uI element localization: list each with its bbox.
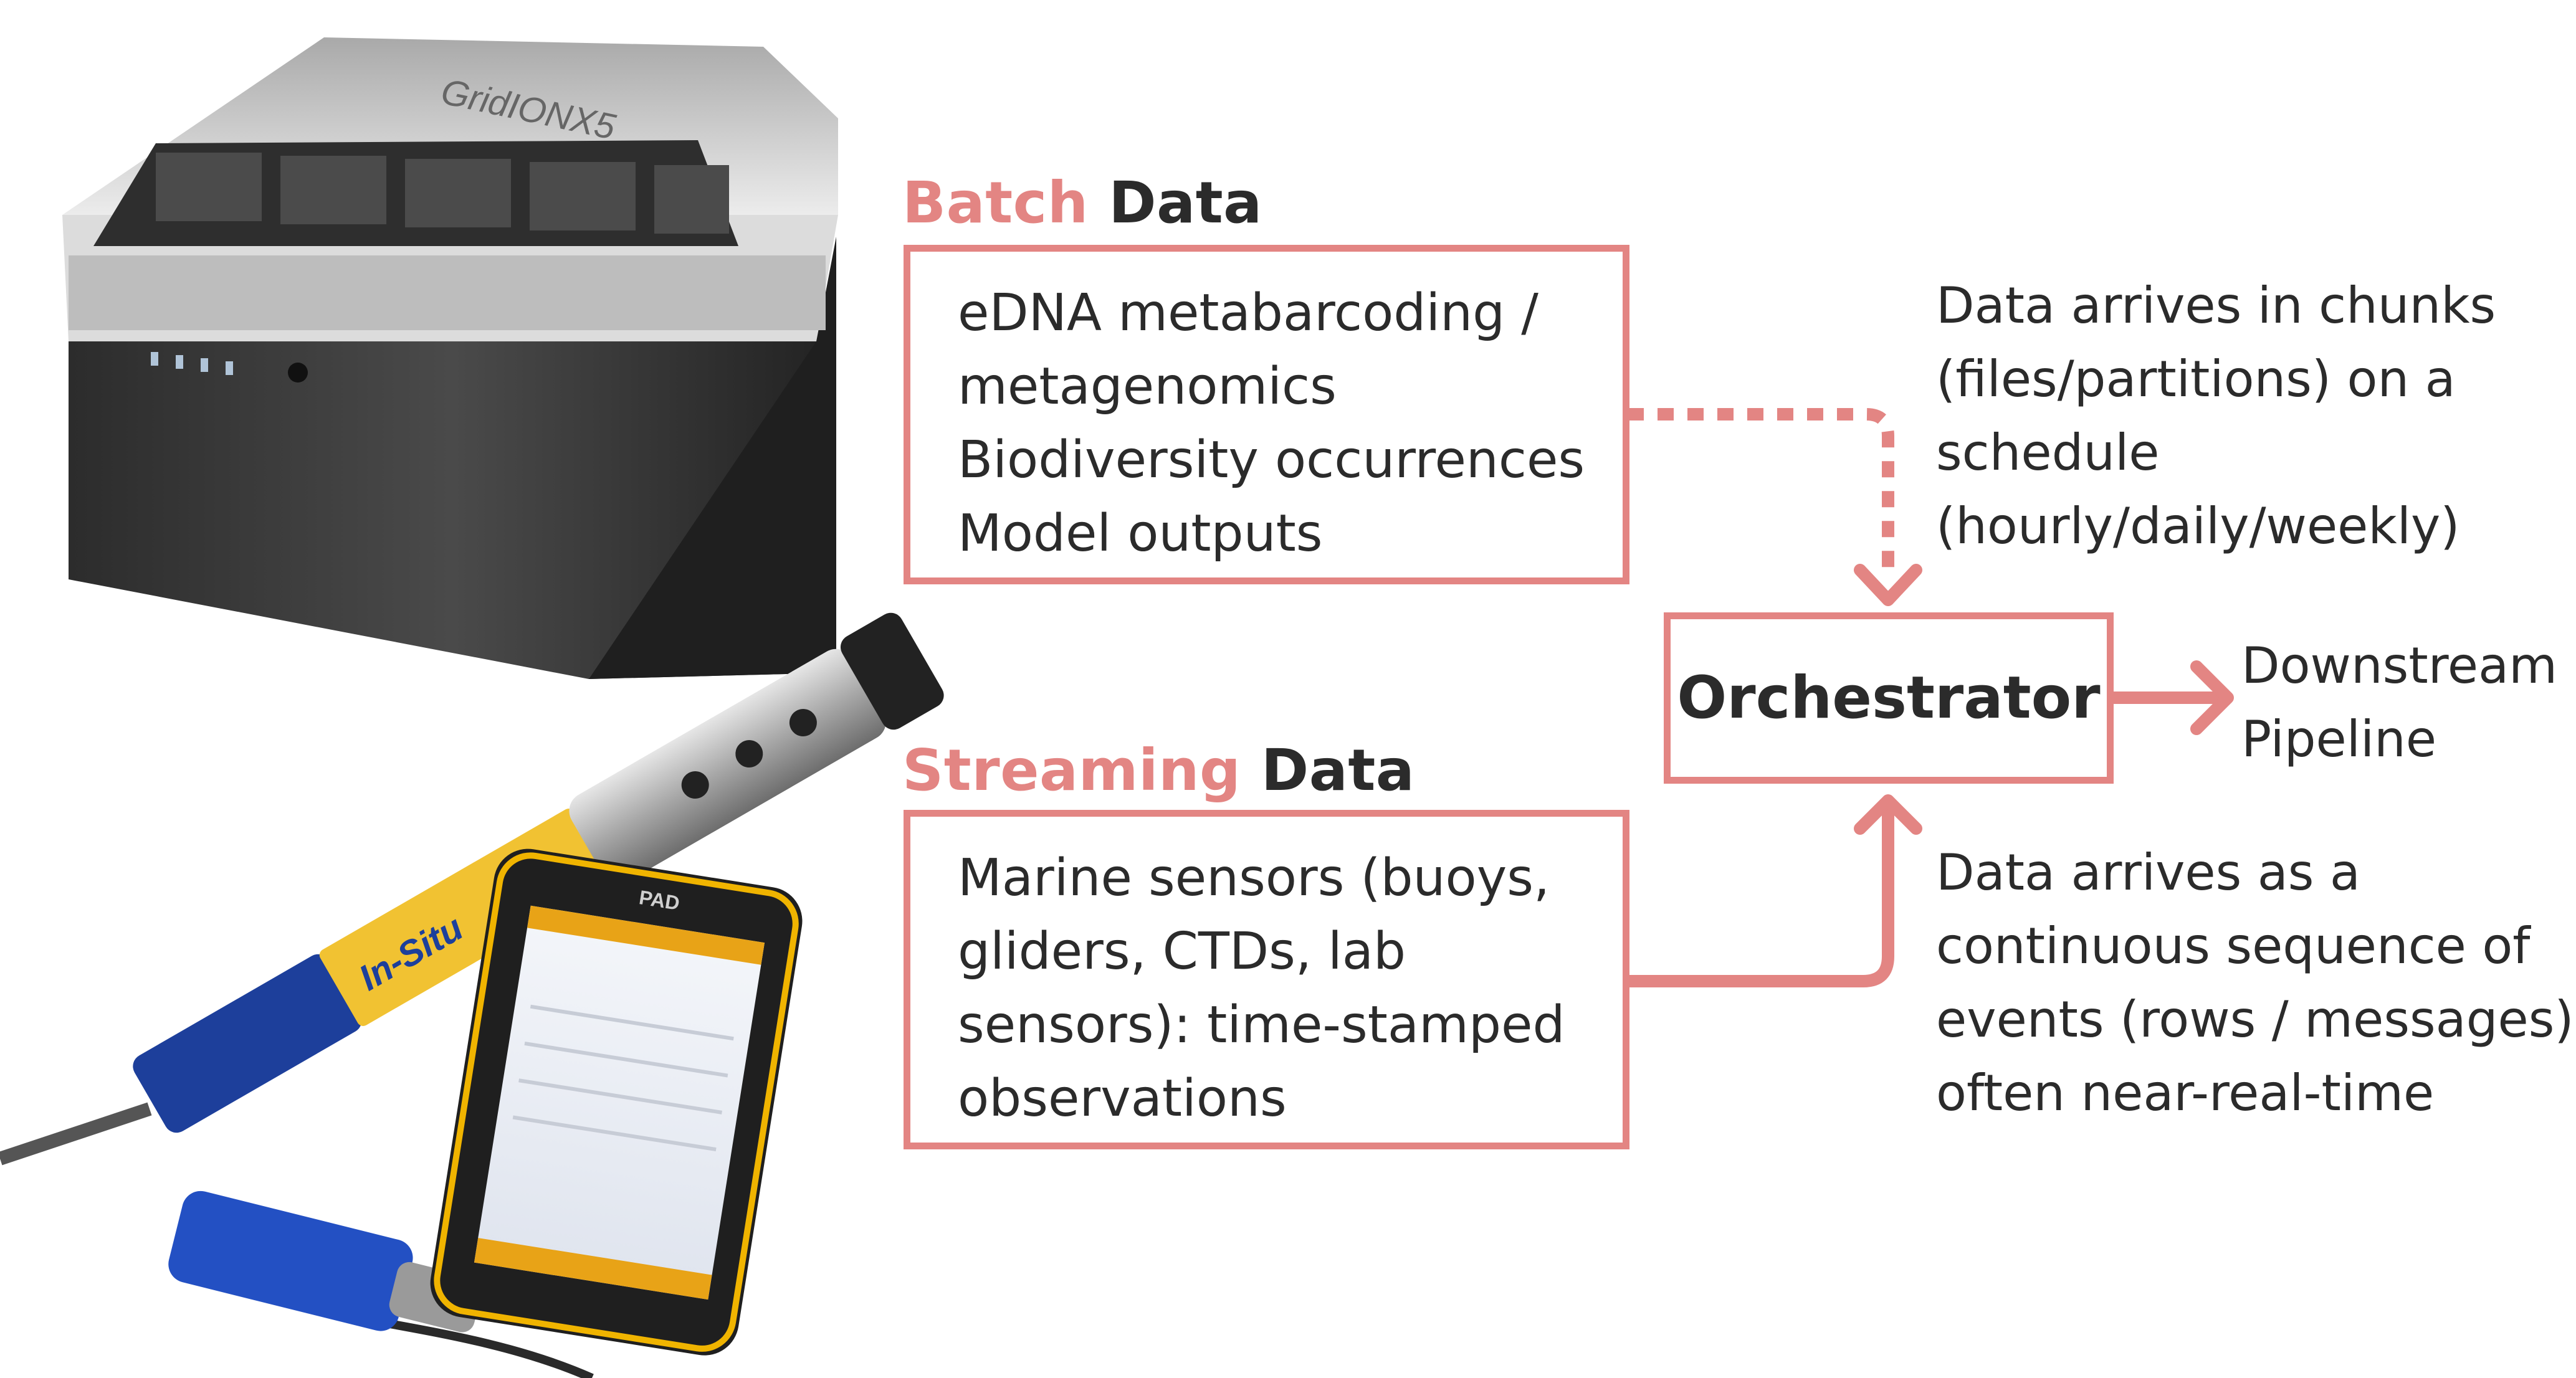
sequencer-device-image: GridIONX5 — [62, 37, 838, 679]
batch-line-1: eDNA metabarcoding / — [958, 283, 1538, 343]
batch-data-list: eDNA metabarcoding / metagenomics Biodiv… — [958, 277, 1585, 571]
streaming-heading-rest: Data — [1261, 737, 1415, 804]
orchestrator-label: Orchestrator — [1677, 664, 2101, 732]
batch-note-line-2: (files/partitions) on a — [1936, 350, 2456, 408]
batch-note-line-3: schedule — [1936, 424, 2160, 482]
batch-heading-accent: Batch — [902, 169, 1089, 236]
batch-note-line-4: (hourly/daily/weekly) — [1936, 497, 2460, 555]
batch-line-3: Biodiversity occurrences — [958, 430, 1585, 490]
streaming-note-line-4: often near-real-time — [1936, 1064, 2435, 1122]
streaming-note-line-2: continuous sequence of — [1936, 917, 2531, 975]
streaming-note-line-1: Data arrives as a — [1936, 843, 2360, 901]
downstream-arrowhead — [2190, 660, 2234, 735]
streaming-line-1: Marine sensors (buoys, — [958, 848, 1550, 908]
streaming-connector — [1628, 801, 1894, 987]
batch-data-heading: Batch Data — [902, 169, 1262, 236]
streaming-line-3: sensors): time-stamped — [958, 995, 1565, 1055]
batch-heading-rest: Data — [1109, 169, 1262, 236]
streaming-heading-accent: Streaming — [902, 737, 1241, 804]
batch-connector-dashed — [1628, 408, 1894, 573]
streaming-note-line-3: events (rows / messages), — [1936, 991, 2576, 1048]
streaming-line-4: observations — [958, 1069, 1287, 1128]
batch-data-box: eDNA metabarcoding / metagenomics Biodiv… — [904, 245, 1629, 584]
orchestrator-box: Orchestrator — [1664, 612, 2114, 784]
streaming-line-2: gliders, CTDs, lab — [958, 922, 1406, 981]
batch-line-4: Model outputs — [958, 504, 1323, 563]
batch-note: Data arrives in chunks (files/partitions… — [1936, 269, 2496, 563]
streaming-data-heading: Streaming Data — [902, 737, 1414, 804]
downstream-line-2: Pipeline — [2241, 710, 2437, 768]
downstream-pipeline-label: Downstream Pipeline — [2241, 629, 2557, 776]
sensor-equipment-image: In-Situ PAD — [0, 612, 944, 1378]
batch-line-2: metagenomics — [958, 357, 1337, 416]
streaming-data-list: Marine sensors (buoys, gliders, CTDs, la… — [958, 842, 1565, 1136]
streaming-data-box: Marine sensors (buoys, gliders, CTDs, la… — [904, 810, 1629, 1149]
batch-arrowhead — [1854, 564, 1922, 606]
batch-note-line-1: Data arrives in chunks — [1936, 277, 2496, 335]
streaming-note: Data arrives as a continuous sequence of… — [1936, 836, 2576, 1130]
streaming-arrowhead — [1854, 794, 1922, 835]
downstream-line-1: Downstream — [2241, 637, 2558, 695]
